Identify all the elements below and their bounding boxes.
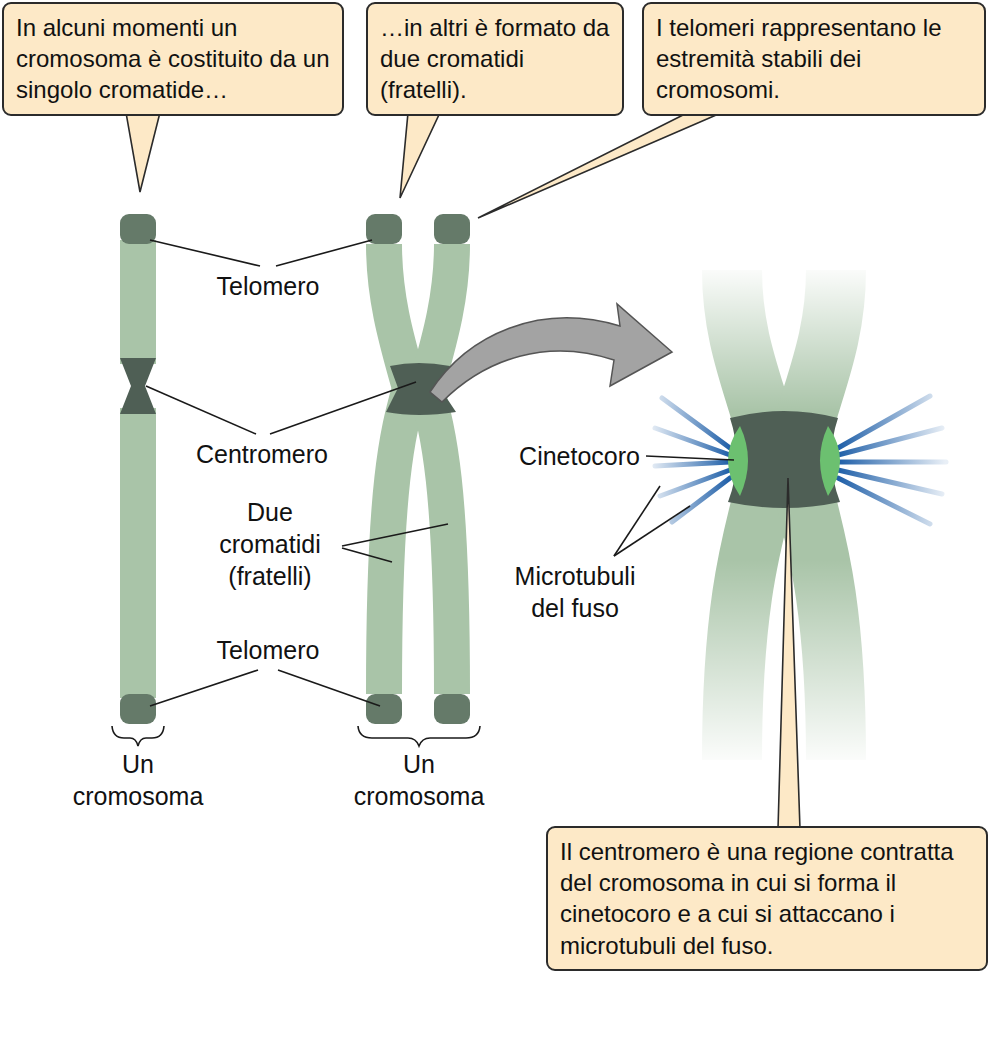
part-label: Centromero [162, 438, 362, 470]
callout-text: I telomeri rappresentano le estremità st… [656, 12, 972, 106]
callout-pointer [478, 113, 722, 218]
callout-pointer [126, 113, 160, 192]
part-label: Microtubuli del fuso [500, 560, 650, 624]
callout-pointer [778, 478, 800, 829]
leader-lines [146, 240, 734, 706]
part-label: Un cromosoma [349, 748, 489, 812]
callout-pointer [400, 113, 440, 198]
duplicated-chromosome [366, 214, 470, 724]
callout-box: I telomeri rappresentano le estremità st… [642, 2, 986, 116]
callout-text: Il centromero è una regione contratta de… [560, 836, 974, 961]
centromere-zoom [655, 262, 946, 770]
zoom-arrow [430, 304, 672, 402]
callout-box: …in altri è formato da due cromatidi (fr… [366, 2, 624, 116]
callout-text: In alcuni momenti un cromosoma è costitu… [16, 12, 330, 106]
part-label: Telomero [168, 634, 368, 666]
callout-box: Il centromero è una regione contratta de… [546, 826, 988, 971]
part-label: Un cromosoma [68, 748, 208, 812]
callout-box: In alcuni momenti un cromosoma è costitu… [2, 2, 344, 116]
part-label: Cinetocoro [470, 440, 640, 472]
callout-text: …in altri è formato da due cromatidi (fr… [380, 12, 610, 106]
braces [112, 726, 480, 746]
part-label: Telomero [168, 270, 368, 302]
part-label: Due cromatidi (fratelli) [208, 496, 333, 592]
single-chromosome [120, 214, 156, 724]
